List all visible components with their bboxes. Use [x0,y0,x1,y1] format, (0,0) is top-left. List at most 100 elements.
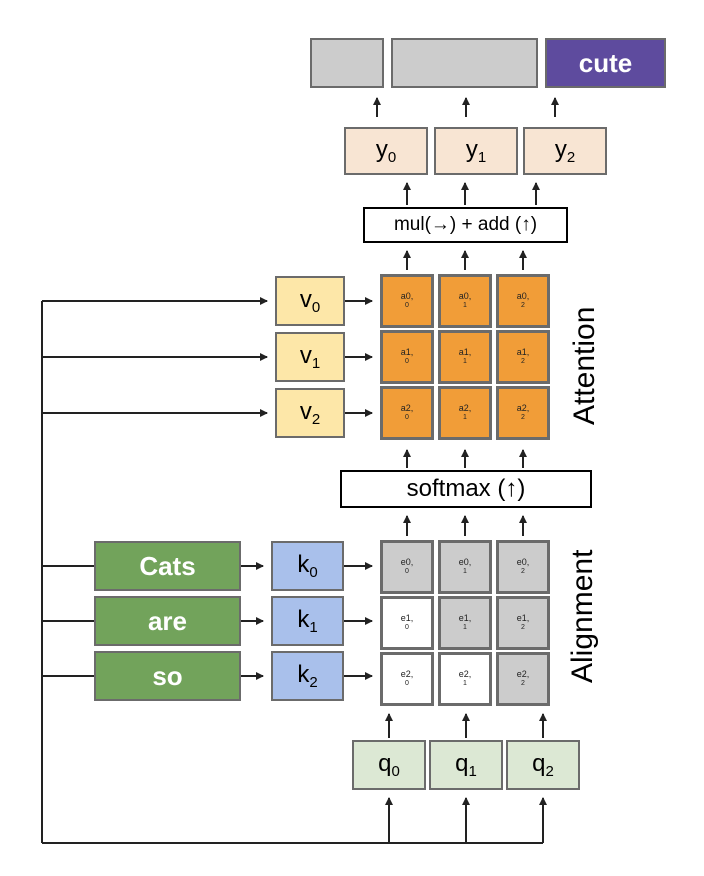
cell-sublabel: 0 [405,414,409,422]
label-subscript: 1 [311,354,321,372]
cell-sublabel: 1 [463,568,467,576]
attention-cell: a2,2 [496,386,550,440]
label-base: k [297,660,310,688]
box-label: q2 [532,749,554,779]
v-box-1: v1 [275,332,345,382]
cell-label: e1, [458,613,472,624]
cell-label: e2, [516,669,530,680]
alignment-cell-masked: e2,1 [438,652,492,706]
cell-label: a1, [516,347,530,358]
input-word-text: are [147,605,188,636]
alignment-cell: e1,1 [438,596,492,650]
box-label: v2 [299,397,321,428]
attention-cell: a2,0 [380,386,434,440]
label-subscript: 0 [387,148,397,166]
label-subscript: 0 [391,762,400,780]
alignment-cell: e0,0 [380,540,434,594]
label-base: v [299,341,312,369]
label-base: q [455,749,469,777]
box-label: k0 [297,550,317,580]
cell-sublabel: 1 [463,680,467,688]
k-box-2: k2 [271,651,344,701]
alignment-cell-masked: e2,0 [380,652,434,706]
cell-sublabel: 0 [405,568,409,576]
cell-sublabel: 2 [521,568,525,576]
cell-label: e1, [400,613,414,624]
cell-label: a1, [400,347,414,358]
box-label: q0 [378,749,400,780]
cell-label: a2, [400,403,414,414]
alignment-cell: e0,1 [438,540,492,594]
label-subscript: 2 [309,673,318,691]
label-subscript: 1 [309,618,318,636]
input-word-text: Cats [139,550,196,581]
label-subscript: 1 [468,762,477,780]
cell-label: e0, [400,557,414,568]
cell-label: e2, [458,669,472,680]
attention-cell: a0,1 [438,274,492,328]
box-label: y0 [375,135,397,166]
q-box-1: q1 [429,740,503,790]
box-label: y2 [554,135,576,166]
q-box-0: q0 [352,740,426,790]
box-label: v0 [299,285,321,316]
alignment-cell: e2,2 [496,652,550,706]
output-token-placeholder [391,38,538,88]
y-box-0: y0 [344,127,428,175]
attention-cell: a2,1 [438,386,492,440]
input-word-so: so [94,651,241,701]
softmax-box: softmax (↑) [340,470,592,508]
cell-label: a2, [516,403,530,414]
cell-label: a0, [516,291,530,302]
label-base: q [378,749,392,777]
attention-cell: a1,0 [380,330,434,384]
label-base: y [375,135,388,163]
label-base: k [297,550,310,578]
cell-label: e1, [516,613,530,624]
attention-label: Attention [568,306,601,425]
cell-sublabel: 1 [463,624,467,632]
cell-label: a2, [458,403,472,414]
cell-sublabel: 0 [405,358,409,366]
label-base: v [299,397,312,425]
input-word-text: so [152,660,183,691]
cell-sublabel: 0 [405,680,409,688]
cell-sublabel: 1 [463,414,467,422]
label-base: v [299,285,312,313]
cell-label: a1, [458,347,472,358]
cell-sublabel: 2 [521,624,525,632]
input-word-cats: Cats [94,541,241,591]
cell-label: e0, [516,557,530,568]
label-subscript: 0 [311,298,321,316]
label-subscript: 2 [566,148,576,166]
label-subscript: 1 [477,148,487,166]
cell-label: a0, [400,291,414,302]
label-subscript: 2 [311,410,321,428]
k-box-1: k1 [271,596,344,646]
alignment-cell: e0,2 [496,540,550,594]
label-base: k [297,605,310,633]
box-label: k1 [297,605,318,636]
output-token-cute: cute [545,38,666,88]
cell-sublabel: 2 [521,358,525,366]
cell-label: e2, [400,669,414,680]
alignment-cell: e1,2 [496,596,550,650]
cell-sublabel: 0 [405,302,409,310]
label-base: y [465,135,478,163]
label-base: y [554,135,567,163]
cell-sublabel: 1 [463,358,467,366]
cell-sublabel: 0 [405,624,409,632]
attention-cell: a1,1 [438,330,492,384]
output-word: cute [578,47,633,78]
alignment-label: Alignment [566,549,599,683]
box-label: y1 [465,135,487,166]
y-box-2: y2 [523,127,607,175]
label-base: q [532,749,546,777]
cell-sublabel: 2 [521,680,525,688]
box-label: q1 [455,749,477,780]
cell-sublabel: 1 [463,302,467,310]
mul-add-box: mul(→) + add (↑) [363,207,568,243]
cell-sublabel: 2 [521,414,525,422]
v-box-2: v2 [275,388,345,438]
